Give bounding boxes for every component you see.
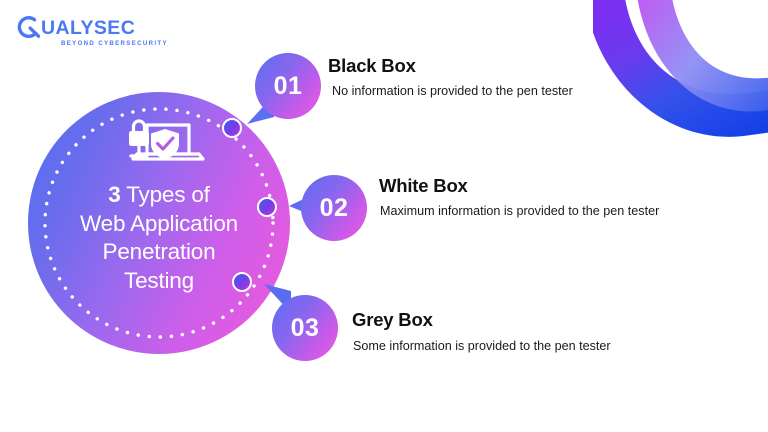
hero-title-line-4: Testing <box>124 267 194 293</box>
brand-logo: UALYSEC BEYOND CYBERSECURITY <box>14 12 194 52</box>
hero-content: 3 Types of Web Application Penetration T… <box>28 92 290 354</box>
item-text-03: Grey Box Some information is provided to… <box>352 309 611 355</box>
hero-title-line-3: Penetration <box>102 239 216 264</box>
laptop-lock-shield-icon <box>129 119 205 161</box>
brand-tagline: BEYOND CYBERSECURITY <box>61 40 168 47</box>
item-heading: Grey Box <box>352 309 433 330</box>
item-description: No information is provided to the pen te… <box>332 84 573 99</box>
hero-title: 3 Types of Web Application Penetration T… <box>39 181 279 295</box>
connector-node-icon <box>222 118 242 138</box>
item-number-label: 02 <box>319 193 349 222</box>
hero-title-line-2: Web Application <box>80 210 238 236</box>
qualysec-q-mark-icon: UALYSEC <box>17 16 135 39</box>
item-number-label: 03 <box>290 313 320 342</box>
curved-ribbon-decoration <box>593 0 768 137</box>
item-badge-03[interactable]: 03 <box>272 295 338 361</box>
item-number-label: 01 <box>273 71 303 100</box>
item-badge-02[interactable]: 02 <box>301 175 367 241</box>
hero-title-number: 3 <box>108 182 121 207</box>
item-text-01: Black Box No information is provided to … <box>328 55 573 100</box>
item-heading: White Box <box>379 175 468 196</box>
item-description: Some information is provided to the pen … <box>353 339 611 354</box>
hero-circle: 3 Types of Web Application Penetration T… <box>28 92 290 354</box>
connector-node-icon <box>232 272 252 292</box>
hero-title-rest: Types of <box>120 182 210 207</box>
connector-node-icon <box>257 197 277 217</box>
svg-text:UALYSEC: UALYSEC <box>41 17 135 39</box>
dotted-ring-decoration <box>43 107 275 339</box>
item-text-02: White Box Maximum information is provide… <box>379 175 660 220</box>
item-heading: Black Box <box>328 55 416 76</box>
item-description: Maximum information is provided to the p… <box>380 204 660 219</box>
item-badge-01[interactable]: 01 <box>255 53 321 119</box>
